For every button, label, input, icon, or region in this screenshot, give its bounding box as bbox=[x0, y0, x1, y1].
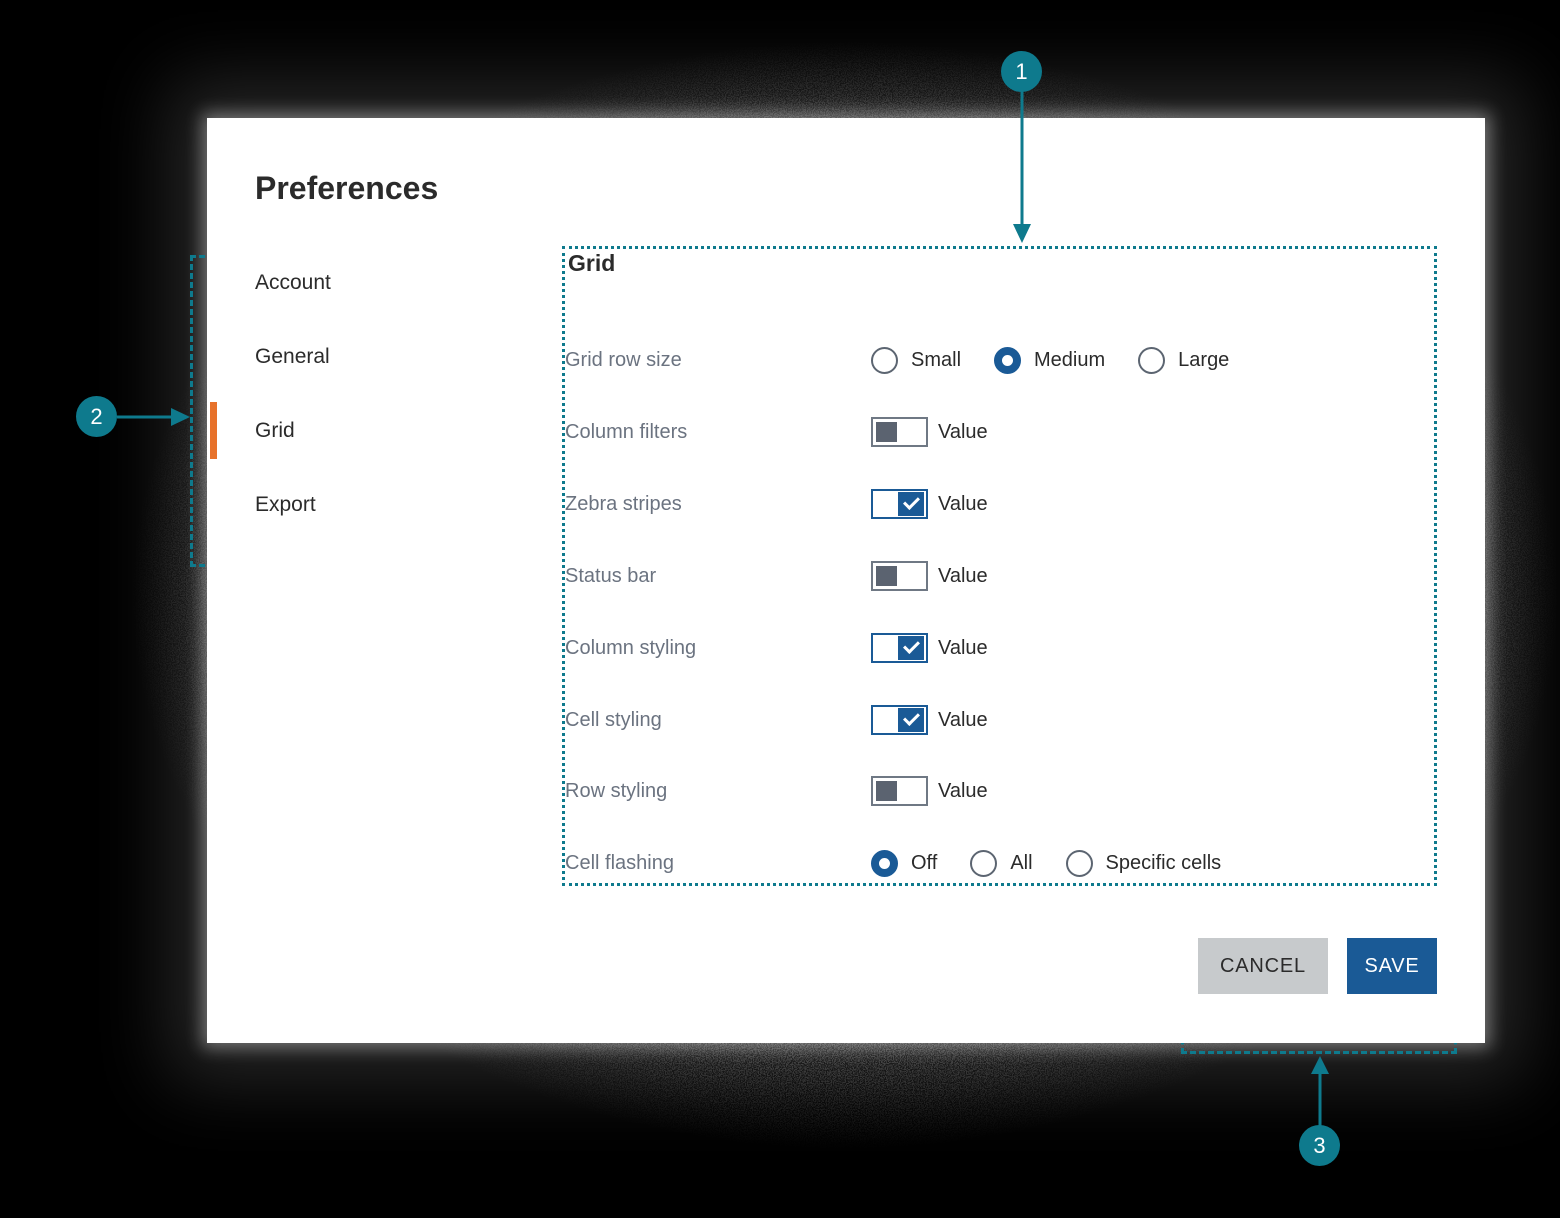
radio-option-label: Off bbox=[911, 851, 938, 874]
setting-row-zebra-stripes: Zebra stripes Value bbox=[565, 487, 988, 521]
sidebar-item-general[interactable]: General bbox=[255, 345, 330, 368]
radio-unselected-icon bbox=[1065, 849, 1093, 877]
setting-label: Cell flashing bbox=[565, 851, 674, 874]
annotation-marker-1: 1 bbox=[1001, 51, 1042, 92]
switch-knob bbox=[876, 781, 897, 801]
switch-value-label: Value bbox=[938, 708, 988, 731]
checkmark-icon bbox=[898, 708, 924, 732]
switch-knob bbox=[876, 422, 897, 442]
radio-option-label: All bbox=[1010, 851, 1033, 874]
switch-knob bbox=[876, 566, 897, 586]
setting-label: Column filters bbox=[565, 420, 688, 443]
radio-selected-icon bbox=[871, 849, 898, 877]
radio-unselected-icon bbox=[970, 849, 998, 877]
radio-unselected-icon bbox=[1138, 346, 1166, 374]
sidebar-item-export[interactable]: Export bbox=[255, 493, 316, 516]
panel-heading: Grid bbox=[568, 250, 616, 276]
annotation-marker-2: 2 bbox=[76, 396, 117, 437]
cancel-button[interactable]: CANCEL bbox=[1198, 938, 1328, 994]
setting-row-cell-flashing: Cell flashing Off All Specific cells bbox=[565, 846, 1254, 880]
sidebar-item-account[interactable]: Account bbox=[255, 271, 331, 294]
setting-label: Cell styling bbox=[565, 708, 662, 731]
radio-option-label: Small bbox=[911, 348, 962, 371]
grid-settings-panel: Grid bbox=[562, 246, 1437, 886]
switch-status-bar[interactable] bbox=[871, 561, 928, 591]
switch-row-styling[interactable] bbox=[871, 776, 928, 806]
setting-row-column-styling: Column styling Value bbox=[565, 631, 988, 665]
switch-value-label: Value bbox=[938, 636, 988, 659]
sidebar-item-grid[interactable]: Grid bbox=[255, 419, 295, 442]
setting-label: Status bar bbox=[565, 564, 657, 587]
radio-option-label: Large bbox=[1178, 348, 1230, 371]
page-title: Preferences bbox=[255, 170, 439, 206]
setting-row-row-styling: Row styling Value bbox=[565, 774, 988, 808]
switch-column-filters[interactable] bbox=[871, 417, 928, 447]
radio-option-small[interactable]: Small bbox=[871, 346, 962, 374]
setting-label: Row styling bbox=[565, 779, 668, 802]
annotation-arrow-1-icon bbox=[1013, 91, 1031, 243]
radio-option-all[interactable]: All bbox=[970, 849, 1033, 877]
radio-option-label: Medium bbox=[1034, 348, 1106, 371]
switch-cell-styling[interactable] bbox=[871, 705, 928, 735]
setting-row-column-filters: Column filters Value bbox=[565, 415, 988, 449]
annotation-arrow-3-icon bbox=[1311, 1056, 1329, 1126]
radio-option-off[interactable]: Off bbox=[871, 849, 938, 877]
radio-option-medium[interactable]: Medium bbox=[994, 346, 1106, 374]
setting-row-cell-styling: Cell styling Value bbox=[565, 703, 988, 737]
radio-option-specific-cells[interactable]: Specific cells bbox=[1065, 849, 1222, 877]
setting-label: Column styling bbox=[565, 636, 697, 659]
save-button[interactable]: SAVE bbox=[1347, 938, 1437, 994]
switch-value-label: Value bbox=[938, 420, 988, 443]
switch-value-label: Value bbox=[938, 492, 988, 515]
radio-selected-icon bbox=[994, 346, 1022, 374]
radio-option-label: Specific cells bbox=[1105, 851, 1222, 874]
switch-column-styling[interactable] bbox=[871, 633, 928, 663]
radio-option-large[interactable]: Large bbox=[1138, 346, 1230, 374]
radio-unselected-icon bbox=[871, 346, 898, 374]
switch-value-label: Value bbox=[938, 564, 988, 587]
annotation-marker-3: 3 bbox=[1299, 1125, 1340, 1166]
switch-zebra-stripes[interactable] bbox=[871, 489, 928, 519]
annotation-arrow-2-icon bbox=[117, 408, 190, 426]
setting-row-status-bar: Status bar Value bbox=[565, 559, 988, 593]
setting-label: Zebra stripes bbox=[565, 492, 682, 515]
setting-label: Grid row size bbox=[565, 348, 682, 371]
switch-value-label: Value bbox=[938, 779, 988, 802]
selected-item-indicator bbox=[210, 402, 217, 459]
checkmark-icon bbox=[898, 492, 924, 516]
checkmark-icon bbox=[898, 636, 924, 660]
setting-row-grid-row-size: Grid row size Small Medium Large bbox=[565, 343, 1262, 377]
